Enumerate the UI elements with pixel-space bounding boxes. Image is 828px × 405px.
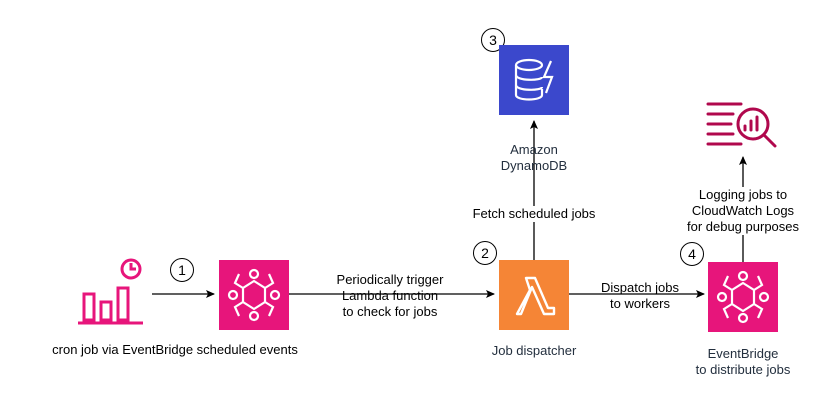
eventbridge2-label-line2: to distribute jobs [695, 362, 791, 377]
eventbridge2-label-line1: EventBridge [707, 346, 779, 361]
lambda-icon [499, 260, 569, 330]
dynamodb-label-line2: DynamoDB [500, 158, 568, 173]
logging-line1: Logging jobs to [698, 187, 788, 202]
logging-line3: for debug purposes [686, 219, 800, 234]
eventbridge-distribute-label: EventBridge to distribute jobs [683, 346, 803, 378]
logging-line2: CloudWatch Logs [691, 203, 795, 218]
step-2-badge: 2 [473, 241, 497, 265]
dynamodb-label: Amazon DynamoDB [474, 142, 594, 174]
step-4-badge: 4 [680, 242, 704, 266]
dispatch-line1: Dispatch jobs [600, 280, 680, 295]
cloudwatch-logs-icon [703, 96, 783, 156]
dynamodb-icon [499, 45, 569, 115]
edge-label-trigger: Periodically trigger Lambda function to … [320, 272, 460, 320]
step-1-badge: 1 [170, 258, 194, 282]
lambda-label: Job dispatcher [491, 343, 577, 358]
scheduled-events-icon [73, 258, 153, 328]
cron-label: cron job via EventBridge scheduled event… [52, 342, 298, 357]
eventbridge-icon [219, 260, 289, 330]
edge-label-logging: Logging jobs to CloudWatch Logs for debu… [683, 187, 803, 235]
dynamodb-label-line1: Amazon [510, 142, 558, 157]
trigger-line1: Periodically trigger [336, 272, 444, 287]
dispatch-line2: to workers [610, 296, 670, 311]
trigger-line3: to check for jobs [342, 304, 438, 319]
edge-label-dispatch: Dispatch jobs to workers [585, 280, 695, 312]
eventbridge-distribute-icon [708, 262, 778, 332]
edge-label-fetch: Fetch scheduled jobs [464, 206, 604, 222]
trigger-line2: Lambda function [341, 288, 439, 303]
